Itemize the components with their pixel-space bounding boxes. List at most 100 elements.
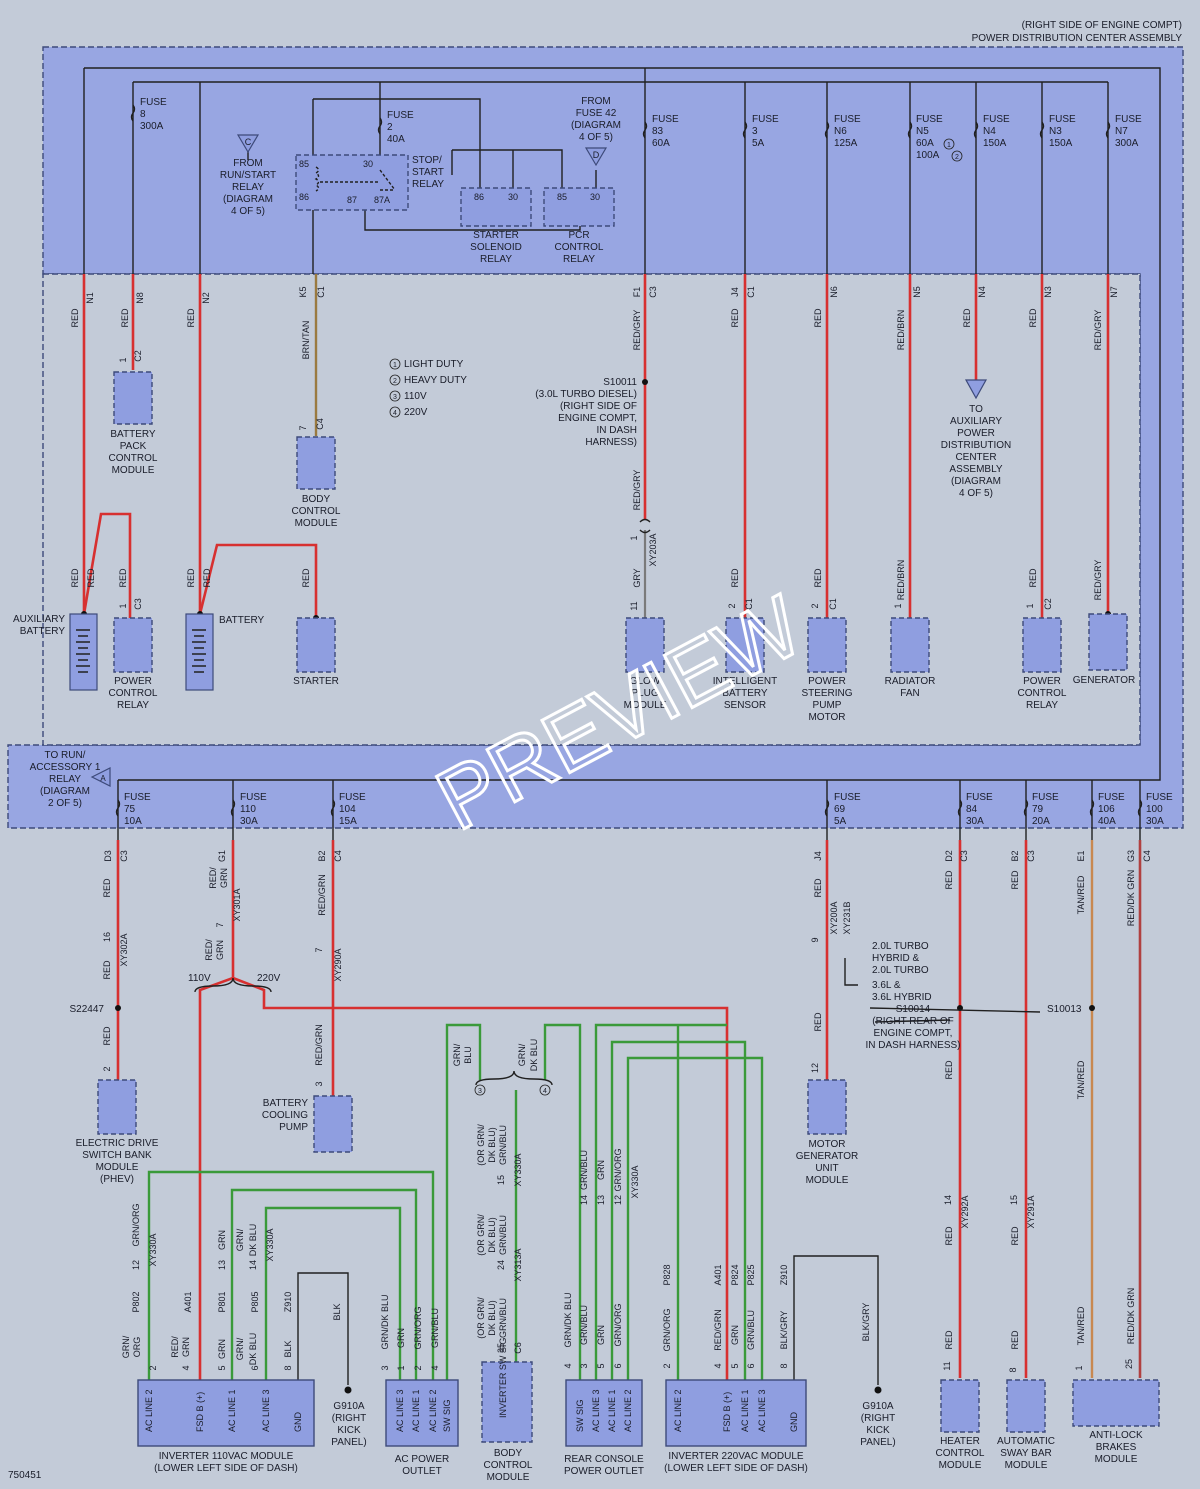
svg-text:CONTROL: CONTROL <box>936 1448 985 1459</box>
fuse-3-l3: 5A <box>752 138 765 149</box>
wire-label: 1 <box>118 357 128 362</box>
wire-label: GRN/ <box>517 1043 527 1066</box>
wire-aux-pcr <box>82 512 132 618</box>
svg-text:STOP/: STOP/ <box>412 155 442 166</box>
svg-text:AC LINE 1: AC LINE 1 <box>607 1389 617 1432</box>
svg-text:CENTER: CENTER <box>955 452 996 463</box>
rear-console-power-outlet: SW SIG AC LINE 3 AC LINE 1 AC LINE 2 REA… <box>564 1379 644 1477</box>
wire-label: RED <box>1028 308 1038 328</box>
svg-text:1: 1 <box>393 362 397 369</box>
svg-text:INVERTER SW SIG: INVERTER SW SIG <box>498 1338 508 1418</box>
svg-text:COOLING: COOLING <box>262 1110 308 1121</box>
wire-label: GRN <box>596 1325 606 1345</box>
wire-label: BLU <box>463 1046 473 1064</box>
svg-text:PUMP: PUMP <box>813 700 842 711</box>
fuse-symbols-bottom <box>115 799 1143 817</box>
wire-label: GRN <box>396 1328 406 1348</box>
svg-text:87: 87 <box>347 195 357 205</box>
fuse-n5-l1: FUSE <box>916 114 943 125</box>
svg-text:(DIAGRAM: (DIAGRAM <box>951 476 1001 487</box>
svg-text:(RIGHT SIDE OF: (RIGHT SIDE OF <box>560 401 637 412</box>
wire-label: RED <box>1010 870 1020 890</box>
power-steering-pump-motor: POWER STEERING PUMP MOTOR <box>801 617 853 723</box>
svg-text:ENGINE COMPT,: ENGINE COMPT, <box>558 413 637 424</box>
svg-text:85: 85 <box>557 192 567 202</box>
wire-label: 5 <box>217 1365 227 1370</box>
wire-label: C1 <box>828 598 838 610</box>
wire-label: RED <box>186 568 196 588</box>
wire-label: 6 <box>613 1363 623 1368</box>
wire-label: P824 <box>730 1264 740 1285</box>
wire-label: DK BLU <box>248 1333 258 1366</box>
diagram-id: 750451 <box>8 1470 42 1481</box>
svg-text:(DIAGRAM: (DIAGRAM <box>223 194 273 205</box>
svg-text:RUN/START: RUN/START <box>220 170 276 181</box>
svg-text:GND: GND <box>789 1412 799 1433</box>
wire-label: GRN <box>217 1339 227 1359</box>
starter-solenoid-relay: 86 30 STARTER SOLENOID RELAY <box>460 187 532 265</box>
automatic-sway-bar-module: AUTOMATIC SWAY BAR MODULE <box>997 1379 1055 1471</box>
wire-label: RED/GRN <box>713 1309 723 1351</box>
wire-label: BRN/TAN <box>301 321 311 360</box>
fuse-symbols-top <box>130 104 1111 139</box>
svg-text:AUTOMATIC: AUTOMATIC <box>997 1436 1055 1447</box>
wire-label: RED <box>813 1012 823 1032</box>
svg-text:FUSE 42: FUSE 42 <box>576 108 617 119</box>
wire-label: GRN/ <box>452 1043 462 1066</box>
wire-label: 1 <box>118 603 128 608</box>
svg-text:4 OF 5): 4 OF 5) <box>231 206 265 217</box>
svg-text:86: 86 <box>299 192 309 202</box>
wire-label: G3 <box>1126 850 1136 862</box>
svg-text:MOTOR: MOTOR <box>808 712 845 723</box>
from-fuse-42: FROM FUSE 42 (DIAGRAM 4 OF 5) D <box>571 96 621 167</box>
wire-label: GRN/ORG <box>413 1306 423 1349</box>
fuse-n5-l4: 100A <box>916 150 940 161</box>
svg-text:MODULE: MODULE <box>112 465 155 476</box>
legend-4-label: 220V <box>404 407 428 418</box>
fuse-83-l3: 60A <box>652 138 670 149</box>
power-control-relay-right: POWER CONTROL RELAY <box>1018 617 1067 711</box>
wire-label: DK BLU <box>248 1224 258 1257</box>
wire-label: N8 <box>135 292 145 304</box>
wire-label: C4 <box>315 418 325 430</box>
wire-grn-inv110 <box>147 1170 435 1380</box>
svg-text:3: 3 <box>393 394 397 401</box>
wire-label: N7 <box>1109 286 1119 298</box>
stop-start-relay: 85 86 30 87 87A STOP/ START RELAY <box>295 154 444 211</box>
wire-label: GRN <box>181 1337 191 1357</box>
glow-plug-module: GLOW PLUG MODULE <box>624 617 667 711</box>
svg-text:79: 79 <box>1032 804 1044 815</box>
wire-label: RED <box>102 1026 112 1046</box>
svg-text:BODY: BODY <box>302 494 331 505</box>
svg-text:INVERTER 110VAC MODULE: INVERTER 110VAC MODULE <box>159 1451 294 1462</box>
wire-label: RED <box>730 568 740 588</box>
splice-dots-bottom <box>115 958 1095 1394</box>
wire-label: BLK <box>283 1340 293 1357</box>
svg-text:ANTI-LOCK: ANTI-LOCK <box>1089 1430 1143 1441</box>
svg-text:FUSE: FUSE <box>240 792 267 803</box>
svg-text:BATTERY: BATTERY <box>263 1098 309 1109</box>
svg-text:ASSEMBLY: ASSEMBLY <box>949 464 1002 475</box>
svg-text:(RIGHT: (RIGHT <box>332 1413 366 1424</box>
wire-label: GRN/BLU <box>498 1298 508 1338</box>
wire-label: GRN/DK BLU <box>380 1294 390 1349</box>
battery-cooling-pump: BATTERY COOLING PUMP <box>262 1095 353 1153</box>
svg-text:MOTOR: MOTOR <box>808 1139 845 1150</box>
svg-text:MODULE: MODULE <box>295 518 338 529</box>
svg-text:(RIGHT REAR OF: (RIGHT REAR OF <box>872 1016 953 1027</box>
battery: BATTERY <box>185 613 265 691</box>
radiator-fan: RADIATOR FAN <box>885 617 935 699</box>
wire-label: 11 <box>942 1361 952 1370</box>
svg-text:30: 30 <box>590 192 600 202</box>
wire-label: N2 <box>201 292 211 304</box>
wire-label: RED/GRY <box>632 470 642 511</box>
fuse-3-l1: FUSE <box>752 114 779 125</box>
wire-label: 4 <box>713 1363 723 1368</box>
wire-label: C1 <box>746 286 756 298</box>
wire-label: TAN/RED <box>1076 1306 1086 1345</box>
intelligent-battery-sensor: INTELLIGENT BATTERY SENSOR <box>713 617 777 711</box>
svg-text:86: 86 <box>474 192 484 202</box>
wire-label: GRN/ORG <box>613 1303 623 1346</box>
auxiliary-battery: AUXILIARY BATTERY <box>13 613 98 691</box>
